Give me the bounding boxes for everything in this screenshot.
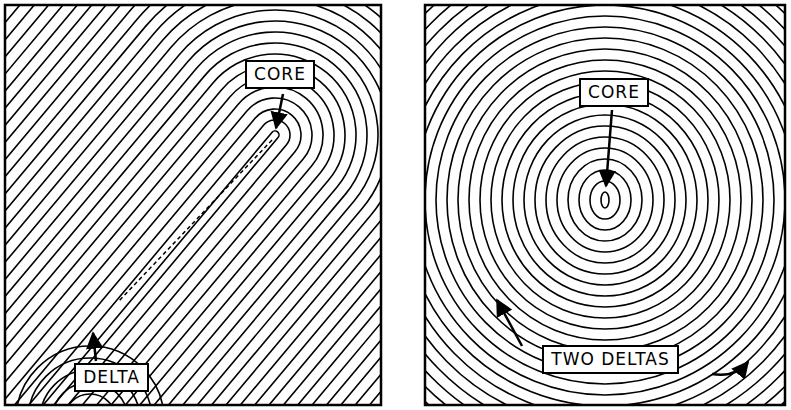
ridge-line: [436, 27, 774, 373]
ridge-line: [426, 6, 784, 395]
ridge-line: [6, 6, 380, 404]
ridge-line: [6, 6, 380, 404]
label-box: CORE: [245, 60, 315, 89]
leader-arrow: [712, 362, 748, 375]
ridge-line: [6, 6, 380, 404]
ridge-line: [568, 159, 642, 241]
leader-arrow: [606, 110, 612, 186]
ridge-line: [426, 6, 784, 404]
ridge-line: [6, 6, 380, 404]
label-box: CORE: [579, 78, 649, 107]
ridge-line: [6, 6, 380, 404]
label-text: CORE: [588, 84, 640, 101]
ridge-line: [426, 6, 784, 404]
ridge-line: [426, 6, 784, 404]
ridge-line: [64, 394, 116, 404]
ridge-line: [6, 129, 281, 404]
leader-arrow: [497, 300, 522, 346]
ridge-line: [590, 181, 620, 219]
panel-frame: [5, 5, 381, 405]
ridge-line: [458, 49, 752, 351]
leader-arrow: [93, 333, 96, 361]
ridge-line: [513, 104, 697, 296]
ridge-line: [491, 82, 719, 318]
ridge-line: [426, 6, 784, 404]
ridge-line: [426, 6, 784, 404]
ridge-line: [546, 137, 664, 263]
ridge-line: [6, 52, 358, 404]
ridge-line: [426, 6, 784, 404]
loop-ridges: [6, 6, 380, 404]
ridge-line: [557, 148, 653, 252]
ridge-line: [6, 6, 380, 404]
ridge-line: [535, 126, 675, 274]
ridge-line: [6, 6, 380, 404]
label-text: DELTA: [83, 369, 140, 386]
ridge-line: [6, 6, 380, 404]
ridge-line: [426, 6, 784, 404]
ridge-line: [579, 170, 631, 230]
label-box: DELTA: [74, 363, 149, 392]
ridge-line: [426, 6, 784, 404]
ridge-line: [6, 6, 380, 404]
label-text: CORE: [254, 66, 306, 83]
ridge-line: [6, 6, 380, 404]
loop-group: [6, 6, 380, 404]
ridge-line: [426, 6, 784, 404]
ridge-line: [480, 71, 730, 329]
ridge-line: [6, 6, 380, 404]
ridge-line: [6, 6, 380, 404]
ridge-line: [6, 6, 380, 404]
ridge-line: [426, 6, 784, 404]
ridge-line: [6, 6, 380, 404]
label-text: TWO DELTAS: [551, 351, 669, 368]
ridge-line: [524, 115, 686, 285]
ridge-line: [6, 6, 380, 404]
ridge-line: [601, 192, 609, 208]
ridge-line: [28, 358, 152, 404]
whorl-ridges: [426, 6, 784, 404]
ridge-line: [6, 6, 380, 404]
ridge-line: [447, 38, 763, 362]
leader-arrow: [276, 94, 283, 128]
ridge-line: [502, 93, 708, 307]
ridge-line: [6, 6, 380, 404]
ridge-line: [6, 6, 380, 404]
panel-frame: [425, 5, 785, 405]
label-box: TWO DELTAS: [542, 345, 679, 374]
ridge-count-line: [118, 140, 272, 302]
ridge-line: [16, 346, 164, 404]
ridge-line: [426, 16, 784, 384]
ridge-line: [469, 60, 741, 340]
ridge-line: [6, 6, 380, 404]
